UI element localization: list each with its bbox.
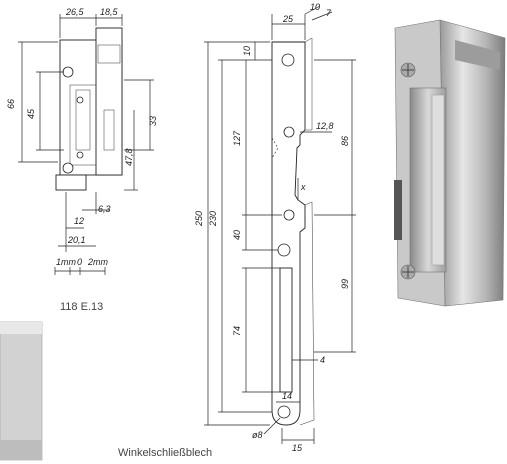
lock-mechanism [103, 109, 115, 151]
dim-plate-127: 127 [232, 130, 242, 146]
dim-plate-top-small: 10 [310, 2, 320, 12]
dim-plate-x: x [300, 182, 306, 192]
dim-lock-bottom-a: 6,3 [98, 204, 111, 214]
dim-plate-top-offset: 10 [242, 46, 252, 56]
dim-plate-top-width: 25 [282, 14, 294, 24]
dim-plate-99: 99 [340, 279, 350, 289]
dim-lock-height-inner: 45 [26, 108, 36, 119]
dim-lock-height-total: 66 [6, 99, 16, 109]
scale-bar: 1mm 0 2mm [54, 257, 109, 275]
dim-plate-74: 74 [232, 326, 242, 336]
scale-label-right: 2mm [87, 257, 109, 267]
lock-pin-top [76, 96, 84, 104]
dim-lock-right-height: 33 [148, 116, 158, 126]
plate-hole-3 [283, 209, 295, 221]
dim-lock-top-a: 26,5 [65, 7, 85, 17]
lock-screw-bottom [62, 162, 74, 174]
lock-top-block [97, 44, 121, 64]
lock-side-housing [95, 27, 123, 176]
strike-plate-flange-top [304, 37, 313, 131]
lock-bottom-tab [55, 174, 87, 191]
partial-photo-left [0, 321, 43, 461]
dim-lock-right-lower: 47,8 [124, 148, 134, 166]
strike-plate-drawing: 25 10 7 10 12,8 250 230 127 40 74 [118, 2, 356, 459]
lock-screw-top [62, 66, 74, 78]
product-photo [394, 19, 506, 307]
lock-face-plate [69, 84, 97, 166]
model-label: 118 E.13 [60, 301, 103, 313]
dim-lock-bottom-b: 12 [74, 216, 84, 226]
dim-lock-bottom-c: 20,1 [67, 235, 86, 245]
plate-hole-5 [277, 405, 291, 419]
plate-caption: Winkelschließblech [118, 447, 212, 459]
plate-hole-2 [283, 126, 295, 138]
dim-plate-hole-dia: ø8 [252, 430, 263, 440]
strike-plate-flange-bottom [299, 201, 315, 426]
photo-lock-mechanism [394, 180, 402, 240]
scale-label-left: 1mm [56, 257, 77, 267]
dim-plate-230: 230 [208, 211, 218, 227]
dim-plate-4: 4 [320, 355, 325, 365]
dim-plate-40: 40 [232, 230, 242, 240]
plate-hole-1 [281, 53, 295, 67]
plate-latch-slot [279, 267, 293, 393]
dim-plate-15: 15 [292, 443, 303, 453]
dim-plate-250: 250 [194, 211, 204, 227]
lock-drawing: 26,5 18,5 66 45 33 47,8 6,3 12 20,1 [6, 7, 158, 313]
dim-lock-top-b: 18,5 [100, 7, 119, 17]
lock-latch-outline [75, 89, 91, 151]
dim-plate-top-small2: 7 [326, 8, 332, 18]
dim-plate-86: 86 [340, 136, 350, 146]
dim-plate-notch: 12,8 [316, 121, 334, 131]
scale-label-mid: 0 [77, 257, 82, 267]
plate-hole-4 [277, 243, 291, 257]
dim-plate-14: 14 [282, 391, 292, 401]
lock-pin-bottom [76, 151, 84, 159]
